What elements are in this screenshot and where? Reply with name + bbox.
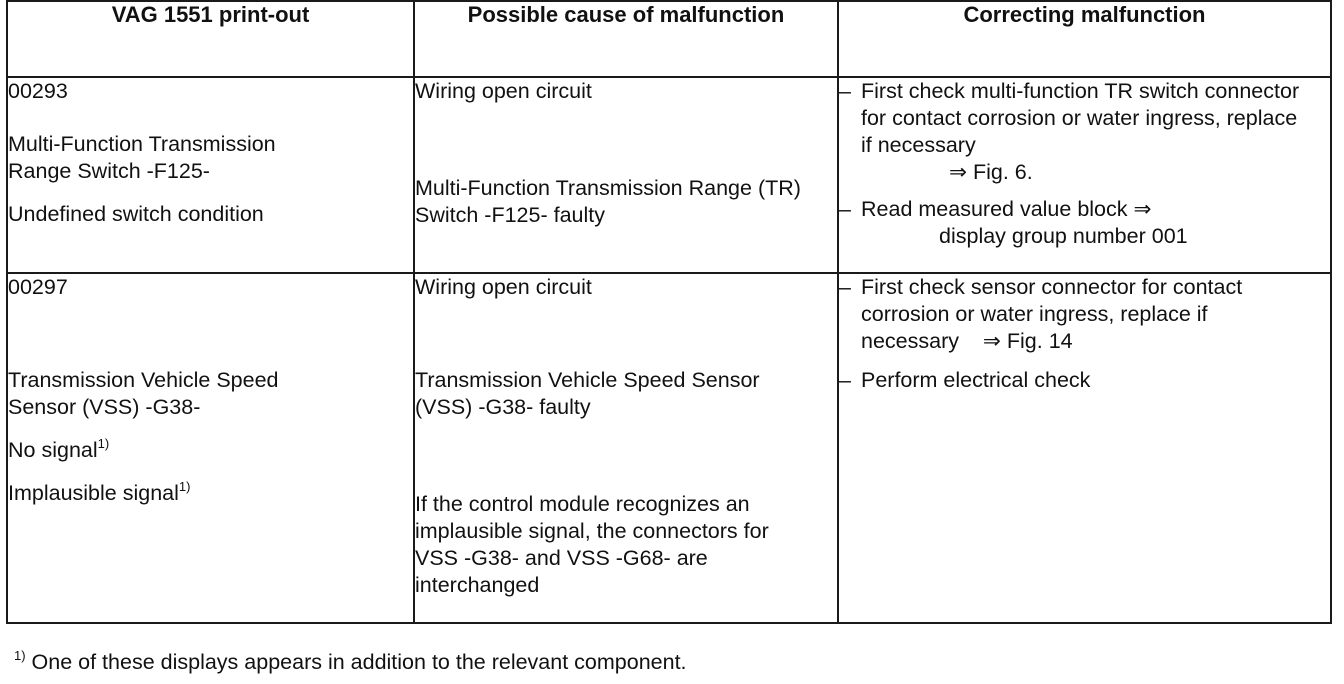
dash-marker: –: [839, 197, 851, 221]
correction-text: First check multi-function TR switch con…: [861, 79, 1300, 157]
component-name: Transmission Vehicle Speed Sensor (VSS) …: [8, 368, 279, 419]
cause-text: Wiring open circuit: [415, 275, 592, 299]
footnote-mark: 1): [97, 436, 110, 451]
dash-marker: –: [839, 79, 851, 103]
header-cause: Possible cause of malfunction: [413, 0, 839, 78]
footnote-text: One of these displays appears in additio…: [31, 650, 687, 674]
display-group-reference: display group number 001: [939, 224, 1188, 248]
fault-condition: Undefined switch condition: [8, 202, 264, 226]
footnote: 1) One of these displays appears in addi…: [14, 648, 687, 675]
fault-code: 00297: [8, 275, 68, 299]
row2-cause-cell: Wiring open circuit Transmission Vehicle…: [413, 272, 839, 624]
condition-text: Implausible signal: [8, 481, 179, 505]
correction-item: – First check multi-function TR switch c…: [839, 78, 1330, 159]
cause-text: If the control module recognizes an impl…: [415, 492, 769, 597]
correction-text: Perform electrical check: [861, 368, 1091, 392]
fault-condition: Implausible signal1): [8, 480, 413, 507]
figure-reference[interactable]: ⇒ Fig. 14: [982, 329, 1073, 353]
correction-item: – First check sensor connector for conta…: [839, 274, 1330, 355]
fault-code-table: VAG 1551 print-out Possible cause of mal…: [6, 0, 1332, 624]
dash-marker: –: [839, 275, 851, 299]
cause-text: Wiring open circuit: [415, 79, 592, 103]
row2-correction-cell: – First check sensor connector for conta…: [837, 272, 1332, 624]
figure-reference[interactable]: ⇒ Fig. 6.: [949, 160, 1033, 184]
row1-printout-cell: 00293 Multi-Function Transmission Range …: [6, 76, 415, 274]
table-row: 00297 Transmission Vehicle Speed Sensor …: [6, 272, 1332, 624]
correction-text: First check sensor connector for contact…: [861, 274, 1330, 355]
cause-text: Transmission Vehicle Speed Sensor (VSS) …: [415, 368, 760, 419]
footnote-mark: 1): [14, 648, 26, 663]
footnote-mark: 1): [178, 479, 191, 494]
cause-text: Multi-Function Transmission Range (TR) S…: [415, 176, 801, 227]
row1-correction-cell: – First check multi-function TR switch c…: [837, 76, 1332, 274]
correction-item: – Read measured value block ⇒: [839, 196, 1330, 223]
header-correction: Correcting malfunction: [837, 0, 1332, 78]
table-row: 00293 Multi-Function Transmission Range …: [6, 76, 1332, 274]
fault-code: 00293: [8, 79, 68, 103]
component-name: Multi-Function Transmission Range Switch…: [8, 132, 276, 183]
row1-cause-cell: Wiring open circuit Multi-Function Trans…: [413, 76, 839, 274]
dash-marker: –: [839, 368, 851, 392]
correction-text: Read measured value block ⇒: [861, 197, 1152, 221]
correction-body: First check sensor connector for contact…: [861, 275, 1243, 353]
header-printout: VAG 1551 print-out: [6, 0, 415, 78]
condition-text: No signal: [8, 438, 98, 462]
correction-item: – Perform electrical check: [839, 367, 1330, 394]
fault-condition: No signal1): [8, 437, 413, 464]
table-header-row: VAG 1551 print-out Possible cause of mal…: [6, 0, 1332, 78]
diagnostic-table-sheet: VAG 1551 print-out Possible cause of mal…: [6, 0, 1332, 624]
row2-printout-cell: 00297 Transmission Vehicle Speed Sensor …: [6, 272, 415, 624]
